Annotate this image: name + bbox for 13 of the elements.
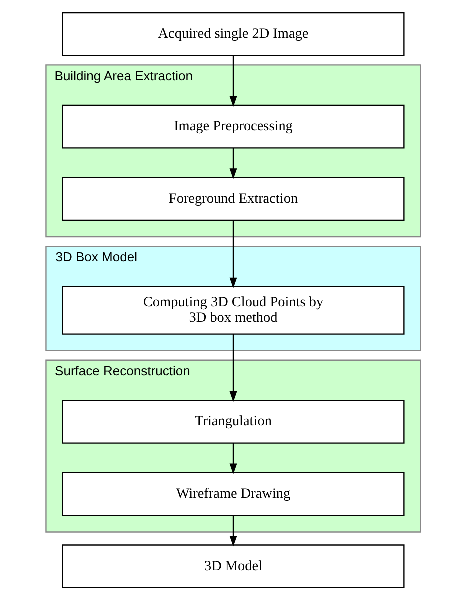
node-box: Triangulation [62, 400, 404, 444]
arrow [229, 516, 237, 547]
node-box: Acquired single 2D Image [62, 12, 404, 56]
arrow [229, 148, 237, 180]
node-box: Image Preprocessing [62, 104, 404, 149]
arrow [229, 220, 237, 288]
arrow [229, 443, 237, 474]
node-box: Wireframe Drawing [62, 472, 404, 516]
arrow [229, 56, 237, 108]
node-box: Computing 3D Cloud Points by 3D box method [62, 286, 404, 335]
node-box: 3D Model [62, 544, 404, 589]
node-box: Foreground Extraction [62, 177, 404, 222]
arrow [229, 334, 237, 402]
